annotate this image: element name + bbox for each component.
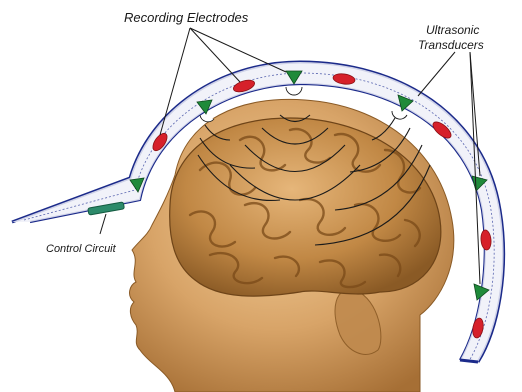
- leader-recording-3: [190, 28, 286, 72]
- label-ultrasonic: Ultrasonic: [426, 23, 479, 37]
- leader-control: [100, 214, 106, 234]
- leader-ultrasonic-1: [418, 52, 455, 96]
- label-transducers: Transducers: [418, 38, 484, 52]
- helmet-end-cap: [460, 360, 478, 362]
- leader-recording-2: [190, 28, 240, 82]
- label-control-circuit: Control Circuit: [46, 243, 117, 255]
- label-recording-electrodes: Recording Electrodes: [124, 10, 249, 25]
